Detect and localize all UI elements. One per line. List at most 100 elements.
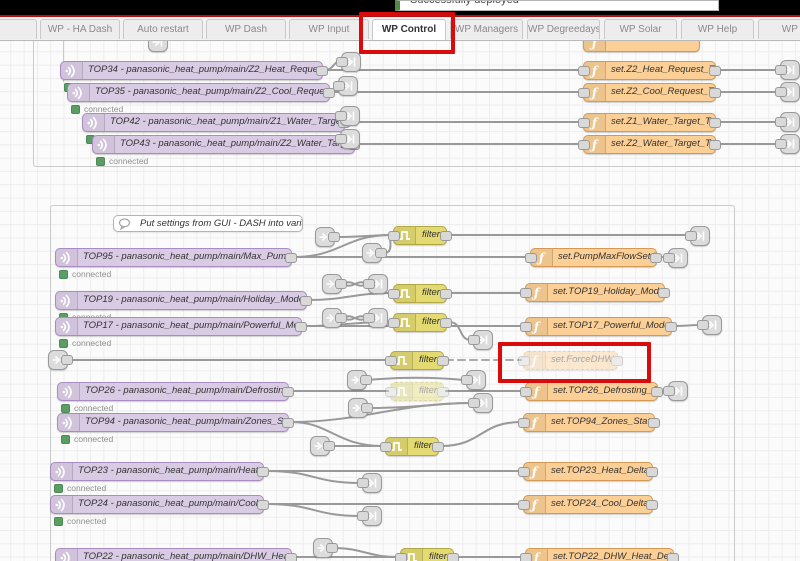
input-port[interactable] <box>775 139 787 149</box>
node-top19-panasonic-heat-pump-main-holiday-m[interactable]: TOP19 - panasonic_heat_pump/main/Holiday… <box>55 291 312 310</box>
output-port[interactable] <box>646 499 658 510</box>
node-filter[interactable]: filter <box>380 437 444 456</box>
node-filter[interactable]: filter <box>385 351 449 370</box>
node-linkb2a[interactable] <box>322 274 347 294</box>
input-port[interactable] <box>333 81 345 91</box>
node-top94-panasonic-heat-pump-main-zones-sta[interactable]: TOP94 - panasonic_heat_pump/main/Zones_S… <box>57 413 294 432</box>
output-port[interactable] <box>440 288 452 299</box>
output-port[interactable] <box>437 386 449 397</box>
node-linka2[interactable] <box>333 76 358 96</box>
input-port[interactable] <box>775 65 787 75</box>
node-linka4[interactable] <box>335 129 360 149</box>
output-port[interactable] <box>285 552 297 561</box>
node-linkb4a[interactable] <box>48 350 73 370</box>
input-port[interactable] <box>578 87 590 98</box>
output-port[interactable] <box>335 279 347 289</box>
output-port[interactable] <box>432 441 444 452</box>
tab-wp-ha-dash[interactable]: WP - HA Dash <box>40 19 120 39</box>
output-port[interactable] <box>440 230 452 241</box>
output-port[interactable] <box>650 252 662 263</box>
node-linkb1c[interactable] <box>685 226 710 246</box>
output-port[interactable] <box>646 466 658 477</box>
input-port[interactable] <box>578 65 590 76</box>
input-port[interactable] <box>385 355 397 366</box>
node-top35-panasonic-heat-pump-main-z2-cool-r[interactable]: TOP35 - panasonic_heat_pump/main/Z2_Cool… <box>67 83 335 102</box>
output-port[interactable] <box>667 552 679 561</box>
input-port[interactable] <box>388 317 400 328</box>
input-port[interactable] <box>388 288 400 299</box>
input-port[interactable] <box>578 117 590 128</box>
node-top95-panasonic-heat-pump-main-max-pump-[interactable]: TOP95 - panasonic_heat_pump/main/Max_Pum… <box>55 248 297 267</box>
input-port[interactable] <box>775 87 787 97</box>
output-port[interactable] <box>323 87 335 98</box>
node-top42-panasonic-heat-pump-main-z1-water-[interactable]: TOP42 - panasonic_heat_pump/main/Z1_Wate… <box>82 113 350 132</box>
node-filter[interactable]: filter <box>388 313 452 332</box>
input-port[interactable] <box>685 231 697 241</box>
tab-wp-control[interactable]: WP Control <box>372 19 446 40</box>
output-port[interactable] <box>61 355 73 365</box>
node-linkra4[interactable] <box>775 134 800 154</box>
node-linkb3b[interactable] <box>363 308 388 328</box>
node-linkb6a[interactable] <box>348 398 373 418</box>
node-top34-panasonic-heat-pump-main-z2-heat-r[interactable]: TOP34 - panasonic_heat_pump/main/Z2_Heat… <box>60 61 328 80</box>
output-port[interactable] <box>709 117 721 128</box>
output-port[interactable] <box>282 386 294 397</box>
node-linkra2[interactable] <box>775 82 800 102</box>
output-port[interactable] <box>658 287 670 298</box>
input-port[interactable] <box>775 117 787 127</box>
input-port[interactable] <box>518 499 530 510</box>
input-port[interactable] <box>336 57 348 67</box>
output-port[interactable] <box>295 321 307 332</box>
node-top24-panasonic-heat-pump-main-cool-delt[interactable]: TOP24 - panasonic_heat_pump/main/Cool_De… <box>50 495 269 514</box>
input-port[interactable] <box>335 134 347 144</box>
output-port[interactable] <box>300 295 312 306</box>
input-port[interactable] <box>357 511 369 521</box>
node-linka1[interactable] <box>336 52 361 72</box>
output-port[interactable] <box>611 355 623 366</box>
input-port[interactable] <box>520 386 532 397</box>
node-filter[interactable]: filter <box>385 382 449 401</box>
node-put-settings-from-gui-dash-into-variable[interactable]: Put settings from GUI - DASH into variab… <box>113 215 303 232</box>
output-port[interactable] <box>328 232 340 242</box>
input-port[interactable] <box>520 552 532 561</box>
tab-wp-dash[interactable]: WP Dash <box>206 19 286 39</box>
node-linkb3a[interactable] <box>322 308 347 328</box>
node-fn-top-partial[interactable]: ƒ <box>583 40 700 52</box>
output-port[interactable] <box>326 543 338 553</box>
input-port[interactable] <box>520 321 532 332</box>
input-port[interactable] <box>363 313 375 323</box>
tab-wp-input[interactable]: WP Input <box>289 19 369 39</box>
output-port[interactable] <box>361 403 373 413</box>
input-port[interactable] <box>518 417 530 428</box>
output-port[interactable] <box>257 499 269 510</box>
node-top23-panasonic-heat-pump-main-heat-delt[interactable]: TOP23 - panasonic_heat_pump/main/Heat_De… <box>50 462 269 481</box>
output-port[interactable] <box>282 417 294 428</box>
node-linkb5c[interactable] <box>663 381 688 401</box>
node-linkc1a[interactable] <box>357 473 382 493</box>
input-port[interactable] <box>395 552 407 561</box>
input-port[interactable] <box>380 441 392 452</box>
tab-wp-degreedays[interactable]: WP Degreedays <box>527 19 600 39</box>
input-port[interactable] <box>363 279 375 289</box>
input-port[interactable] <box>468 398 480 408</box>
output-port[interactable] <box>335 313 347 323</box>
node-linkb6b[interactable] <box>468 393 493 413</box>
output-port[interactable] <box>651 386 663 397</box>
node-linkra1[interactable] <box>775 60 800 80</box>
node-linkb1d[interactable] <box>663 248 688 268</box>
node-top43-panasonic-heat-pump-main-z2-water-[interactable]: TOP43 - panasonic_heat_pump/main/Z2_Wate… <box>92 135 360 154</box>
tab-nal[interactable]: nal <box>0 19 37 39</box>
input-port[interactable] <box>388 230 400 241</box>
output-port[interactable] <box>257 466 269 477</box>
input-port[interactable] <box>578 139 590 150</box>
node-linkb3c[interactable] <box>468 330 493 350</box>
node-linkb6c[interactable] <box>310 436 335 456</box>
